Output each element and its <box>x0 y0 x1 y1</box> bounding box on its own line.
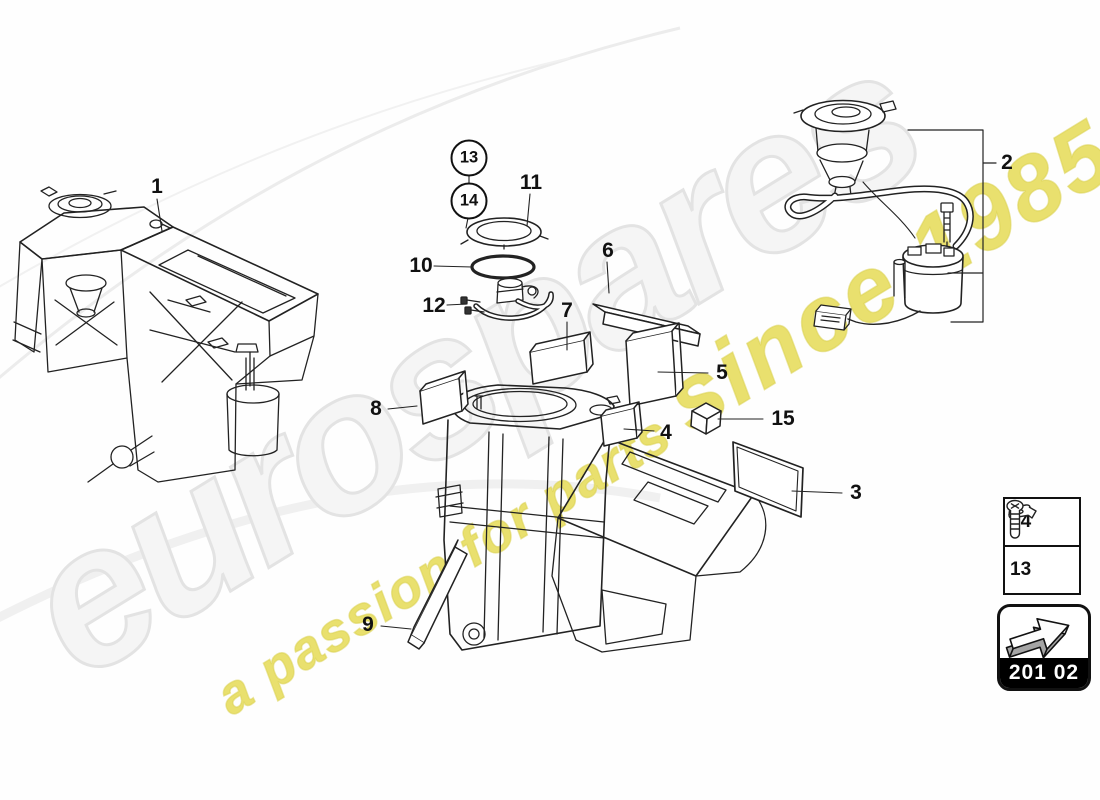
hardware-legend: 14 13 <box>1003 497 1081 595</box>
pad-4-drawing <box>600 401 643 447</box>
fuel-tank-drawing <box>435 384 767 653</box>
damper-15-drawing <box>690 402 722 435</box>
seal-ring-drawing <box>470 254 536 280</box>
page-code-box: 201 02 <box>997 604 1091 691</box>
screws-drawing <box>460 296 485 315</box>
installed-tank-drawing <box>12 186 319 483</box>
pad-7-drawing <box>529 331 594 385</box>
part2-bracket <box>907 129 997 323</box>
legend-number: 13 <box>1010 559 1032 580</box>
locking-ring-drawing <box>460 217 549 250</box>
legend-row-13: 13 <box>1005 499 1079 593</box>
pad-8-drawing <box>419 370 469 425</box>
pump-sender-drawing <box>784 99 974 331</box>
page-arrow-icon <box>1000 607 1088 659</box>
pad-3-drawing <box>732 441 804 518</box>
pad-5-drawing <box>625 322 684 407</box>
pad-9-drawing <box>407 539 468 650</box>
page-code: 201 02 <box>1000 658 1088 688</box>
sender-fitting-drawing <box>473 277 554 321</box>
leader-lines <box>156 174 843 630</box>
